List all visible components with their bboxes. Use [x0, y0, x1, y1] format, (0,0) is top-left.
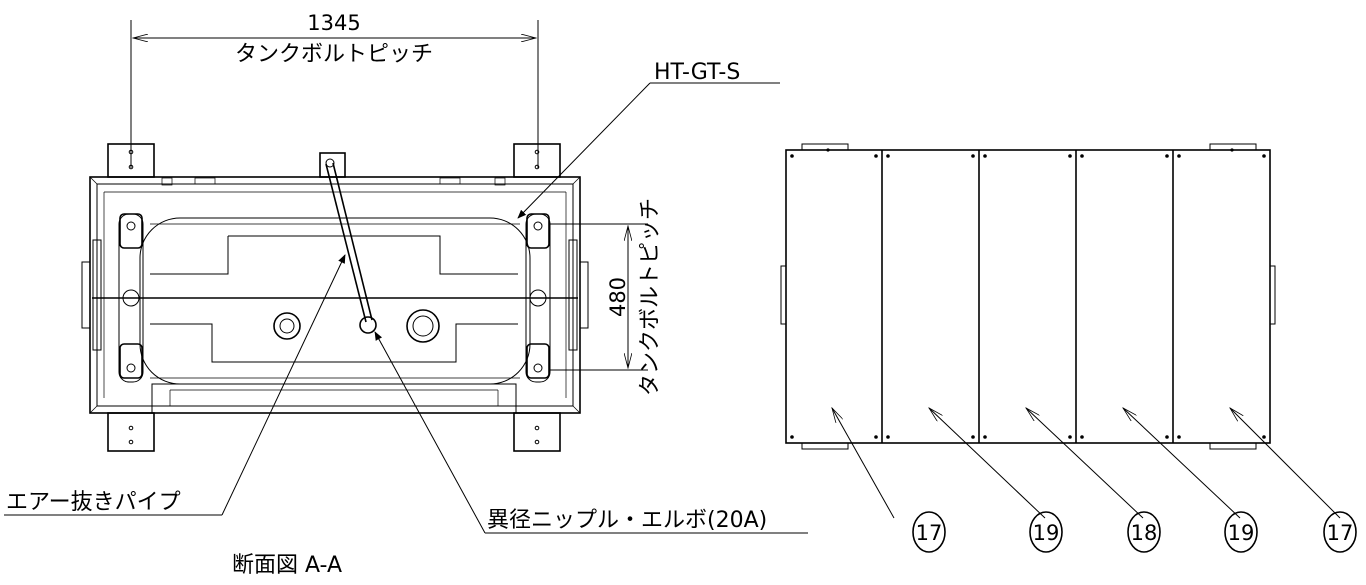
section-view: 1345 タンクボルトピッチ [4, 11, 808, 578]
label-ht-gt-s: HT-GT-S [654, 60, 740, 85]
callout-4: 19 [1224, 511, 1258, 553]
mount-foot-br [513, 412, 561, 452]
bottom-channel [151, 383, 517, 414]
elbow-fitting [359, 316, 377, 334]
leader-ht-gt-s [517, 82, 651, 219]
dim-height-value: 480 [606, 277, 630, 317]
mount-foot-bl [107, 412, 155, 452]
leader-callout-1 [832, 408, 895, 519]
section-title: 断面図 A-A [232, 553, 342, 578]
dim-height-note: タンクボルトピッチ [638, 198, 663, 396]
panel-screws [790, 148, 1266, 439]
tank-body [139, 217, 531, 385]
svg-text:17: 17 [916, 521, 943, 545]
svg-text:17: 17 [1327, 521, 1354, 545]
frame-outer [89, 176, 581, 414]
dim-width-value: 1345 [307, 11, 360, 35]
panel-outline [785, 149, 1271, 444]
callout-2: 19 [1029, 511, 1063, 553]
nozzle-large [406, 309, 440, 343]
leader-callout-4 [1123, 408, 1241, 519]
pipe-base-plate [319, 152, 346, 178]
dim-width-note: タンクボルトピッチ [235, 42, 433, 67]
air-vent-pipe [325, 163, 367, 323]
label-reducer-elbow: 異径ニップル・エルボ(20A) [487, 508, 767, 533]
svg-text:19: 19 [1033, 521, 1060, 545]
leader-reducer-elbow [374, 331, 486, 534]
tank-rib [150, 235, 518, 363]
frame-inner [96, 183, 574, 407]
callout-1: 17 [912, 511, 946, 553]
leader-callout-5 [1230, 408, 1341, 519]
svg-text:19: 19 [1228, 521, 1255, 545]
leader-callout-2 [929, 408, 1046, 519]
nozzle-small [273, 312, 301, 340]
label-air-vent-pipe: エアー抜きパイプ [6, 490, 181, 515]
callout-5: 17 [1323, 511, 1357, 553]
svg-text:18: 18 [1131, 521, 1158, 545]
leader-air-vent [221, 254, 346, 516]
mount-foot-tr [513, 143, 561, 178]
leader-callout-3 [1026, 408, 1144, 519]
callout-3: 18 [1127, 511, 1161, 553]
panel-view: 17 19 18 19 17 [780, 143, 1357, 553]
